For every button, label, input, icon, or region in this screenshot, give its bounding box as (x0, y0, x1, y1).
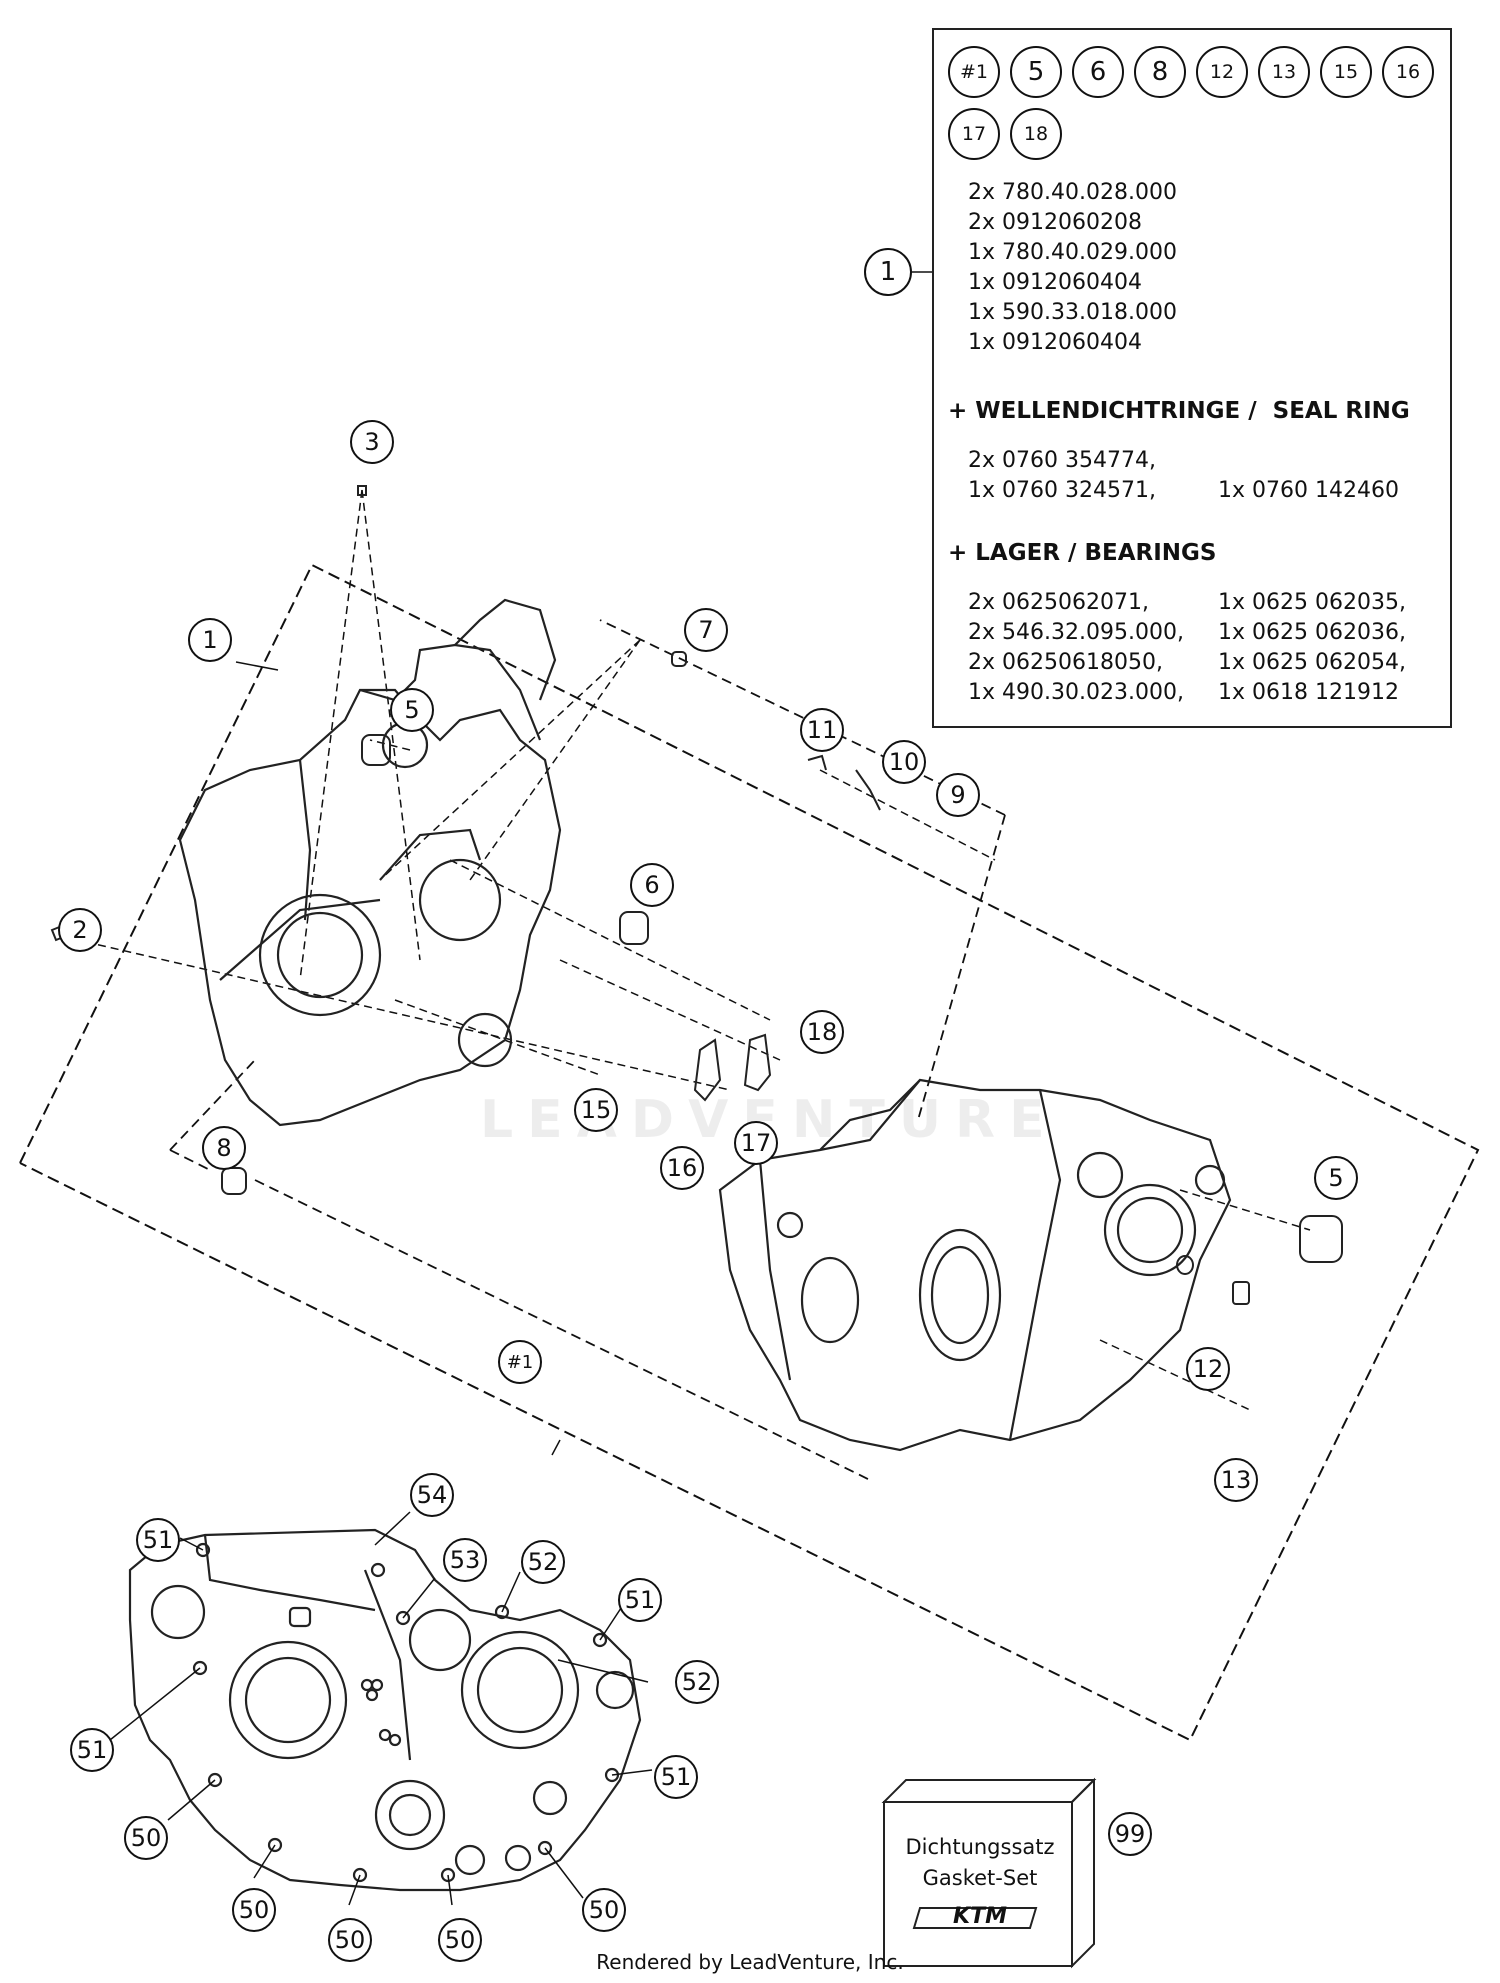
kit-badge: 5 (1010, 46, 1062, 98)
seal-line: 1x 0760 142460 (1218, 478, 1399, 503)
kit-badges-row-1: #1 5 6 8 12 13 15 16 (948, 46, 1434, 98)
callout-99[interactable]: 99 (1108, 1812, 1152, 1856)
kit-contents-box: #1 5 6 8 12 13 15 16 17 18 2x 780.40.028… (932, 28, 1452, 728)
callout-13[interactable]: 13 (1214, 1458, 1258, 1502)
callout-51-c[interactable]: 51 (70, 1728, 114, 1772)
gasket-label-en: Gasket-Set (922, 1866, 1038, 1890)
callout-1[interactable]: 1 (188, 618, 232, 662)
bearing-line: 2x 546.32.095.000, (968, 620, 1184, 645)
kit-badge: 12 (1196, 46, 1248, 98)
kit-part-line: 1x 590.33.018.000 (968, 300, 1177, 325)
bearing-line: 2x 06250618050, (968, 650, 1163, 675)
kit-badge: 15 (1320, 46, 1372, 98)
assembly-frame (19, 563, 1480, 1742)
callout-hash-1[interactable]: #1 (498, 1340, 542, 1384)
detail-leaders (109, 1511, 653, 1906)
kit-badge: 18 (1010, 108, 1062, 160)
callout-7[interactable]: 7 (684, 608, 728, 652)
crankcase-right-half (718, 1078, 1232, 1452)
solid-leaders (235, 271, 935, 1456)
callout-54[interactable]: 54 (410, 1473, 454, 1517)
kit-badge: 17 (948, 108, 1000, 160)
callout-50-b[interactable]: 50 (232, 1888, 276, 1932)
seal-ring-heading: + WELLENDICHTRINGE / SEAL RING (948, 398, 1410, 424)
bearing-line: 2x 0625062071, (968, 590, 1149, 615)
callout-5-left[interactable]: 5 (390, 688, 434, 732)
footer-credit: Rendered by LeadVenture, Inc. (596, 1950, 904, 1974)
callout-15[interactable]: 15 (574, 1088, 618, 1132)
callout-17[interactable]: 17 (734, 1121, 778, 1165)
bearing-line: 1x 0625 062054, (1218, 650, 1406, 675)
crankcase-detail-view (128, 1528, 642, 1892)
kit-part-line: 2x 780.40.028.000 (968, 180, 1177, 205)
crankcase-frame (169, 619, 1006, 1481)
callout-50-a[interactable]: 50 (124, 1816, 168, 1860)
leader-lines (59, 489, 1311, 1411)
gasket-label-de: Dichtungssatz (905, 1835, 1055, 1859)
bearings-heading: + LAGER / BEARINGS (948, 540, 1217, 566)
callout-2[interactable]: 2 (58, 908, 102, 952)
kit-callout-1[interactable]: 1 (864, 248, 912, 296)
hardware-parts (50, 485, 1343, 1305)
bearing-line: 1x 0625 062035, (1218, 590, 1406, 615)
callout-53[interactable]: 53 (443, 1538, 487, 1582)
crankcase-left-half (178, 598, 562, 1127)
bearing-line: 1x 490.30.023.000, (968, 680, 1184, 705)
kit-badges-row-2: 17 18 (948, 108, 1062, 160)
callout-8[interactable]: 8 (202, 1126, 246, 1170)
kit-badge: #1 (948, 46, 1000, 98)
callout-50-d[interactable]: 50 (438, 1918, 482, 1962)
callout-51-d[interactable]: 51 (654, 1755, 698, 1799)
callout-3[interactable]: 3 (350, 420, 394, 464)
kit-part-line: 2x 0912060208 (968, 210, 1142, 235)
callout-16[interactable]: 16 (660, 1146, 704, 1190)
callout-52-a[interactable]: 52 (521, 1540, 565, 1584)
bearing-line: 1x 0625 062036, (1218, 620, 1406, 645)
callout-51-a[interactable]: 51 (136, 1518, 180, 1562)
seal-line: 1x 0760 324571, (968, 478, 1156, 503)
callout-18[interactable]: 18 (800, 1010, 844, 1054)
ktm-logo: KTM (953, 1904, 1007, 1929)
callout-10[interactable]: 10 (882, 740, 926, 784)
callout-52-b[interactable]: 52 (675, 1660, 719, 1704)
kit-part-line: 1x 0912060404 (968, 270, 1142, 295)
gasket-set-box (881, 1777, 1097, 1969)
callout-50-e[interactable]: 50 (582, 1888, 626, 1932)
kit-part-line: 1x 780.40.029.000 (968, 240, 1177, 265)
callout-12[interactable]: 12 (1186, 1347, 1230, 1391)
callout-50-c[interactable]: 50 (328, 1918, 372, 1962)
callout-51-b[interactable]: 51 (618, 1578, 662, 1622)
kit-badge: 16 (1382, 46, 1434, 98)
kit-badge: 13 (1258, 46, 1310, 98)
callout-5-right[interactable]: 5 (1314, 1156, 1358, 1200)
kit-badge: 6 (1072, 46, 1124, 98)
bearing-line: 1x 0618 121912 (1218, 680, 1399, 705)
callout-6[interactable]: 6 (630, 863, 674, 907)
seal-line: 2x 0760 354774, (968, 448, 1156, 473)
callout-9[interactable]: 9 (936, 773, 980, 817)
callout-11[interactable]: 11 (800, 708, 844, 752)
kit-part-line: 1x 0912060404 (968, 330, 1142, 355)
kit-badge: 8 (1134, 46, 1186, 98)
